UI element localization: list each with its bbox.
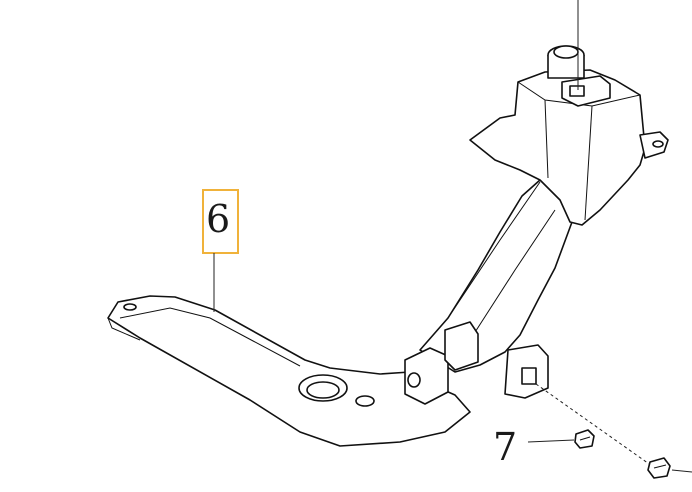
bolt-small	[574, 429, 595, 449]
bolt-large-leader	[671, 469, 692, 473]
bolt-alignment-line	[535, 383, 653, 467]
bracket-riser	[419, 179, 573, 373]
bolt-large	[647, 457, 671, 479]
callout-7-label: 7	[493, 425, 517, 469]
callout-7-leader	[527, 439, 575, 443]
clip-bracket	[404, 347, 449, 405]
callout-6-highlight	[202, 189, 239, 254]
callout-6-label: 6	[206, 197, 230, 241]
small-hole	[355, 395, 375, 407]
callout-7: 7	[493, 425, 595, 469]
bracket-part	[107, 45, 669, 447]
tab-hole	[123, 303, 137, 311]
callout-6: 6	[202, 189, 239, 312]
connector-block	[561, 75, 611, 107]
